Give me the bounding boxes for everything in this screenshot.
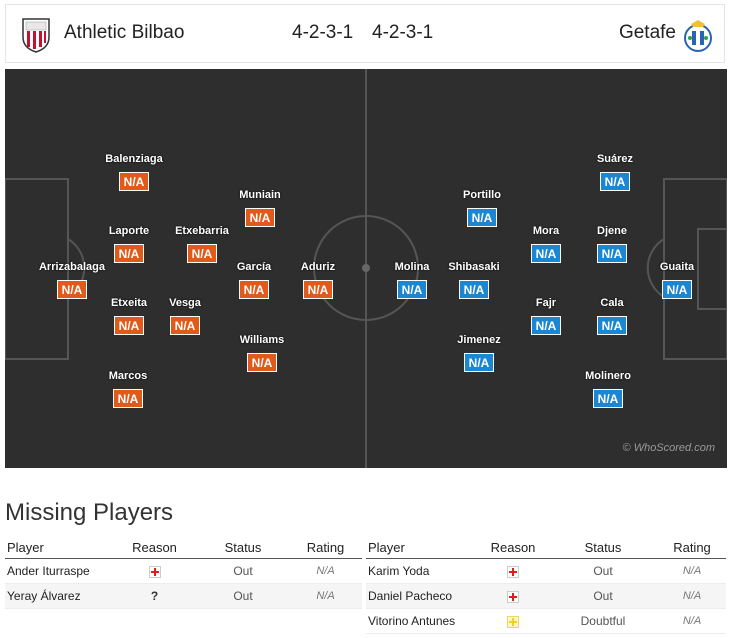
- player-rating: N/A: [658, 608, 726, 634]
- home-missing-table: Player Reason Status Rating Ander Iturra…: [5, 536, 362, 609]
- column-header-status: Status: [197, 536, 289, 559]
- player-rating-badge: N/A: [247, 353, 277, 372]
- player-name[interactable]: Djene: [597, 225, 627, 237]
- player-name[interactable]: Molinero: [585, 370, 631, 382]
- player-name[interactable]: Cala: [600, 297, 624, 309]
- player-name[interactable]: Arrizabalaga: [38, 261, 106, 273]
- player-name[interactable]: Ander Iturraspe: [5, 558, 112, 584]
- player-name[interactable]: Etxebarria: [175, 225, 229, 237]
- player-rating-badge: N/A: [119, 172, 149, 191]
- player-rating: N/A: [289, 583, 362, 609]
- doubtful-icon: [507, 615, 519, 628]
- match-header: Athletic Bilbao 4-2-3-1 4-2-3-1 Getafe: [5, 4, 725, 63]
- player-rating-badge: N/A: [531, 244, 561, 263]
- player-name[interactable]: Portillo: [463, 189, 501, 201]
- player-name[interactable]: Daniel Pacheco: [366, 583, 478, 609]
- table-row[interactable]: Vitorino Antunes Doubtful N/A: [366, 608, 726, 634]
- column-header-rating: Rating: [658, 536, 726, 559]
- player-name[interactable]: Mora: [532, 225, 560, 237]
- player-rating-badge: N/A: [170, 316, 200, 335]
- player-status: Out: [197, 583, 289, 609]
- player-name[interactable]: Guaita: [659, 261, 695, 273]
- table-row[interactable]: Daniel Pacheco Out N/A: [366, 583, 726, 609]
- column-header-player: Player: [366, 536, 478, 559]
- injury-icon: [507, 565, 519, 578]
- athletic-bilbao-crest-icon[interactable]: [21, 17, 51, 53]
- player-name[interactable]: García: [236, 261, 272, 273]
- player-name[interactable]: Yeray Álvarez: [5, 583, 112, 609]
- player-name[interactable]: Fajr: [535, 297, 557, 309]
- away-missing-table: Player Reason Status Rating Karim Yoda O…: [366, 536, 726, 634]
- player-rating-badge: N/A: [464, 353, 494, 372]
- table-row[interactable]: Yeray Álvarez ? Out N/A: [5, 583, 362, 609]
- player-status: Doubtful: [548, 608, 658, 634]
- player-rating-badge: N/A: [600, 172, 630, 191]
- injury-icon: [507, 590, 519, 603]
- player-rating-badge: N/A: [597, 316, 627, 335]
- column-header-player: Player: [5, 536, 112, 559]
- player-rating-badge: N/A: [239, 280, 269, 299]
- column-header-reason: Reason: [112, 536, 197, 559]
- missing-players-title: Missing Players: [5, 499, 174, 526]
- pitch-lines: [5, 69, 727, 468]
- getafe-crest-icon[interactable]: [683, 18, 713, 54]
- player-status: Out: [197, 558, 289, 584]
- player-name[interactable]: Suárez: [596, 153, 634, 165]
- player-status: Out: [548, 583, 658, 609]
- player-name[interactable]: Marcos: [108, 370, 148, 382]
- player-rating: N/A: [289, 558, 362, 584]
- player-name[interactable]: Etxeita: [110, 297, 148, 309]
- player-name[interactable]: Muniain: [239, 189, 281, 201]
- player-name[interactable]: Molina: [394, 261, 430, 273]
- table-row[interactable]: Ander Iturraspe Out N/A: [5, 558, 362, 584]
- player-rating-badge: N/A: [397, 280, 427, 299]
- player-rating-badge: N/A: [662, 280, 692, 299]
- player-status: Out: [548, 558, 658, 584]
- player-name[interactable]: Laporte: [108, 225, 150, 237]
- table-row[interactable]: Karim Yoda Out N/A: [366, 558, 726, 584]
- away-team-name[interactable]: Getafe: [618, 22, 676, 43]
- player-rating-badge: N/A: [467, 208, 497, 227]
- player-rating-badge: N/A: [531, 316, 561, 335]
- player-rating-badge: N/A: [597, 244, 627, 263]
- player-rating-badge: N/A: [245, 208, 275, 227]
- player-name[interactable]: Karim Yoda: [366, 558, 478, 584]
- column-header-reason: Reason: [478, 536, 548, 559]
- player-rating-badge: N/A: [459, 280, 489, 299]
- player-rating-badge: N/A: [187, 244, 217, 263]
- player-name[interactable]: Williams: [239, 334, 285, 346]
- home-formation: 4-2-3-1: [292, 22, 354, 43]
- player-name[interactable]: Vitorino Antunes: [366, 608, 478, 634]
- player-name[interactable]: Shibasaki: [448, 261, 500, 273]
- away-formation: 4-2-3-1: [372, 22, 434, 43]
- player-rating: N/A: [658, 558, 726, 584]
- player-rating-badge: N/A: [113, 389, 143, 408]
- home-team-name[interactable]: Athletic Bilbao: [64, 22, 185, 43]
- player-rating-badge: N/A: [57, 280, 87, 299]
- player-name[interactable]: Balenziaga: [105, 153, 163, 165]
- player-rating-badge: N/A: [593, 389, 623, 408]
- injury-icon: [148, 565, 161, 578]
- column-header-rating: Rating: [289, 536, 362, 559]
- player-rating: N/A: [658, 583, 726, 609]
- player-name[interactable]: Vesga: [169, 297, 201, 309]
- player-name[interactable]: Aduriz: [300, 261, 336, 273]
- player-rating-badge: N/A: [303, 280, 333, 299]
- whoscored-watermark: © WhoScored.com: [622, 442, 715, 454]
- player-name[interactable]: Jimenez: [457, 334, 501, 346]
- column-header-status: Status: [548, 536, 658, 559]
- player-rating-badge: N/A: [114, 316, 144, 335]
- player-rating-badge: N/A: [114, 244, 144, 263]
- unknown-icon: ?: [150, 589, 159, 603]
